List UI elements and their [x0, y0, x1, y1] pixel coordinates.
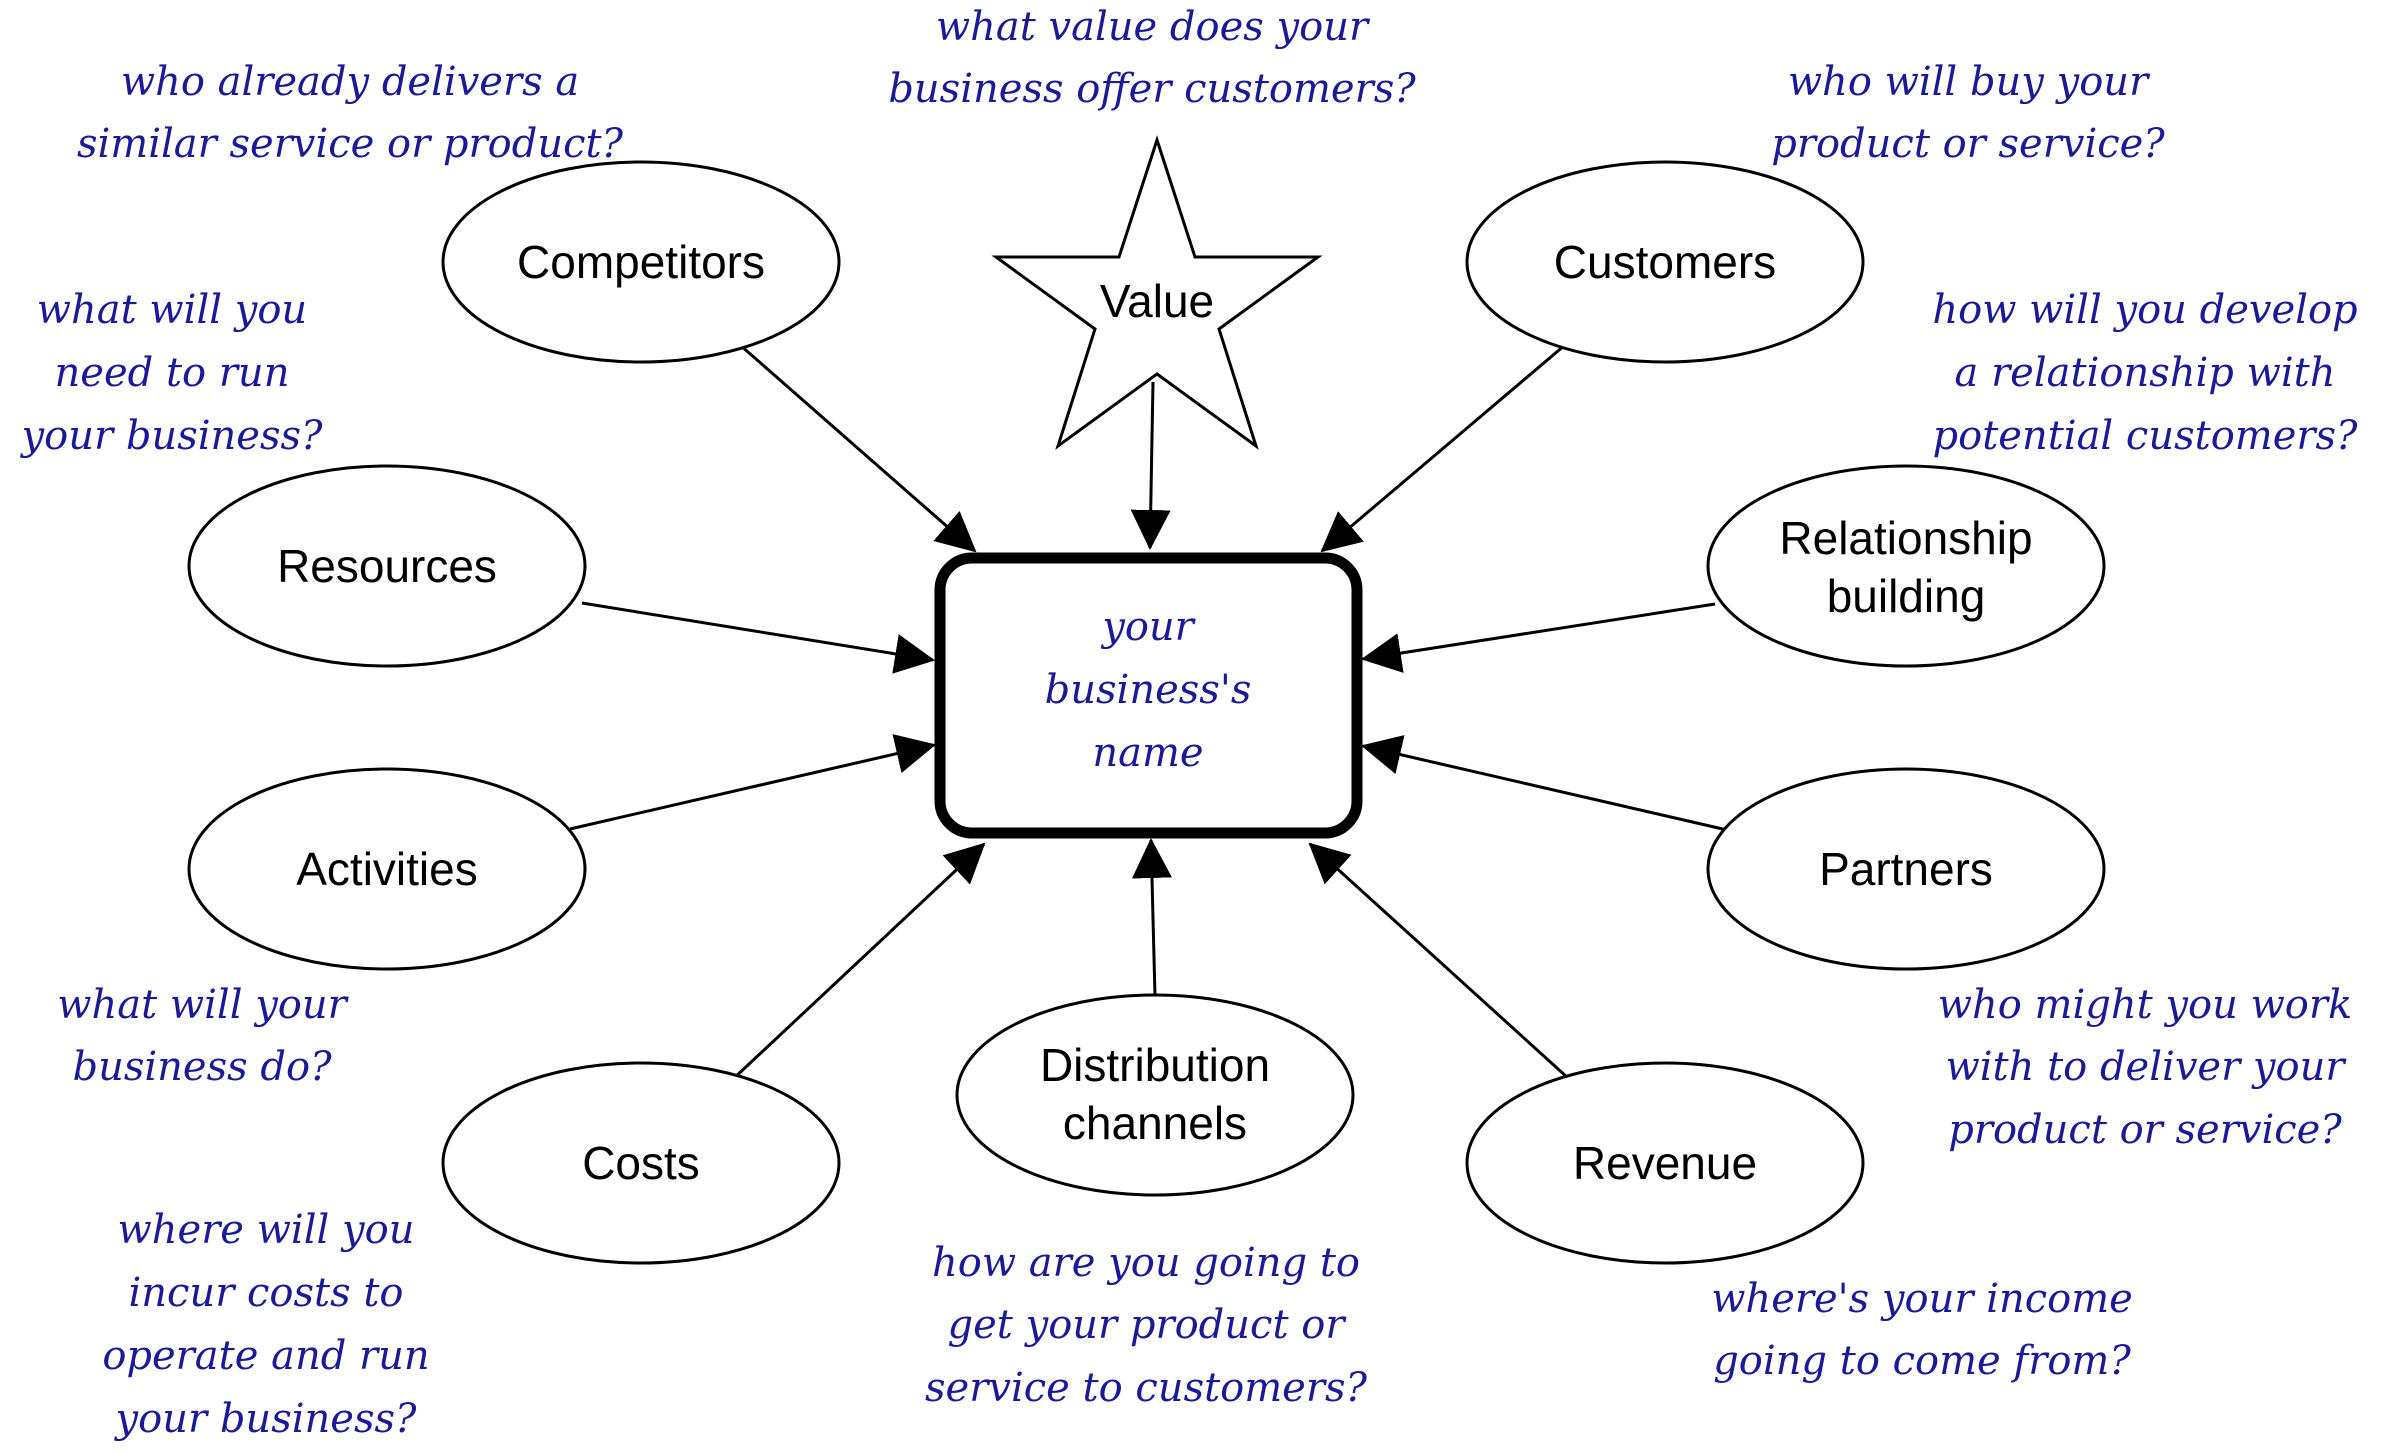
- question-revenue-line-2: going to come from?: [1713, 1338, 2131, 1384]
- customers-ellipse: [1465, 160, 1865, 364]
- resources-ellipse: [187, 464, 587, 668]
- distribution-ellipse: [955, 993, 1355, 1197]
- question-customers-line-1: who will buy your: [1788, 59, 2151, 105]
- question-resources-line-1: what will you: [37, 287, 307, 333]
- edge-resources-to-center: [581, 601, 935, 674]
- center-text-line-3: name: [1092, 730, 1203, 776]
- center-business-name: your business's name: [934, 552, 1363, 839]
- center-box: [934, 552, 1363, 839]
- node-relationship: Relationship building: [1706, 464, 2106, 668]
- node-label-value: Value: [1100, 275, 1214, 327]
- question-distribution-line-3: service to customers?: [925, 1365, 1367, 1411]
- node-label-distribution-1: Distribution: [1040, 1039, 1270, 1091]
- node-customers: Customers: [1465, 160, 1865, 364]
- question-competitors-line-1: who already delivers a: [121, 59, 579, 105]
- node-label-partners: Partners: [1819, 843, 1993, 895]
- node-label-revenue: Revenue: [1573, 1137, 1757, 1189]
- question-revenue-line-1: where's your income: [1711, 1276, 2133, 1322]
- node-label-distribution-2: channels: [1063, 1097, 1247, 1149]
- node-costs: Costs: [441, 1061, 841, 1265]
- question-revenue: where's your income going to come from?: [1711, 1276, 2133, 1384]
- question-customers-line-2: product or service?: [1771, 121, 2165, 167]
- question-competitors: who already delivers a similar service o…: [77, 59, 624, 167]
- node-resources: Resources: [187, 464, 587, 668]
- node-activities: Activities: [187, 767, 587, 971]
- question-relationship: how will you develop a relationship with…: [1932, 287, 2358, 459]
- partners-ellipse: [1706, 767, 2106, 971]
- node-label-relationship-2: building: [1827, 570, 1986, 622]
- question-partners: who might you work with to deliver your …: [1938, 982, 2353, 1153]
- edge-customers-to-center: [1320, 343, 1566, 553]
- node-partners: Partners: [1706, 767, 2106, 971]
- competitors-ellipse: [441, 160, 841, 364]
- edge-activities-to-center: [569, 734, 936, 831]
- question-resources: what will you need to run your business?: [20, 287, 323, 459]
- question-activities: what will your business do?: [57, 982, 349, 1090]
- question-partners-line-1: who might you work: [1938, 982, 2353, 1028]
- question-activities-line-2: business do?: [72, 1044, 332, 1090]
- activities-ellipse: [187, 767, 587, 971]
- question-resources-line-3: your business?: [20, 413, 323, 459]
- node-value: Value: [991, 135, 1323, 450]
- edge-competitors-to-center: [739, 343, 977, 553]
- question-distribution-line-1: how are you going to: [932, 1240, 1360, 1286]
- costs-ellipse: [441, 1061, 841, 1265]
- node-revenue: Revenue: [1465, 1061, 1865, 1265]
- node-competitors: Competitors: [441, 160, 841, 364]
- node-label-activities: Activities: [296, 843, 477, 895]
- question-distribution-line-2: get your product or: [948, 1302, 1348, 1348]
- edge-revenue-to-center: [1308, 842, 1570, 1080]
- question-costs-line-4: your business?: [114, 1396, 417, 1442]
- node-label-customers: Customers: [1554, 236, 1776, 288]
- question-customers: who will buy your product or service?: [1771, 59, 2165, 167]
- edge-partners-to-center: [1361, 735, 1728, 832]
- edge-distribution-to-center: [1131, 838, 1172, 997]
- question-partners-line-3: product or service?: [1948, 1107, 2342, 1153]
- question-value-line-1: what value does your: [936, 4, 1371, 50]
- relationship-ellipse: [1706, 464, 2106, 668]
- question-relationship-line-2: a relationship with: [1955, 350, 2336, 396]
- question-costs-line-2: incur costs to: [128, 1270, 403, 1316]
- question-competitors-line-2: similar service or product?: [77, 121, 624, 167]
- question-relationship-line-1: how will you develop: [1932, 287, 2357, 333]
- question-distribution: how are you going to get your product or…: [925, 1240, 1367, 1411]
- question-value-line-2: business offer customers?: [888, 66, 1416, 112]
- center-text-line-2: business's: [1045, 667, 1252, 713]
- question-resources-line-2: need to run: [55, 350, 290, 396]
- node-distribution: Distribution channels: [955, 993, 1355, 1197]
- question-costs-line-3: operate and run: [102, 1333, 429, 1379]
- question-value: what value does your business offer cust…: [888, 4, 1416, 112]
- node-label-resources: Resources: [277, 540, 497, 592]
- value-star: [991, 135, 1323, 450]
- node-label-relationship-1: Relationship: [1779, 512, 2032, 564]
- center-text-line-1: your: [1100, 604, 1196, 650]
- edge-relationship-to-center: [1361, 602, 1716, 673]
- edge-value-to-center: [1130, 381, 1171, 550]
- edges-layer: [569, 343, 1728, 1082]
- question-activities-line-1: what will your: [57, 982, 349, 1028]
- question-relationship-line-3: potential customers?: [1933, 413, 2359, 459]
- question-costs-line-1: where will you: [118, 1207, 415, 1253]
- question-costs: where will you incur costs to operate an…: [102, 1207, 429, 1442]
- edge-costs-to-center: [730, 842, 986, 1082]
- node-label-costs: Costs: [582, 1137, 700, 1189]
- question-partners-line-2: with to deliver your: [1946, 1044, 2348, 1090]
- node-label-competitors: Competitors: [517, 236, 765, 288]
- revenue-ellipse: [1465, 1061, 1865, 1265]
